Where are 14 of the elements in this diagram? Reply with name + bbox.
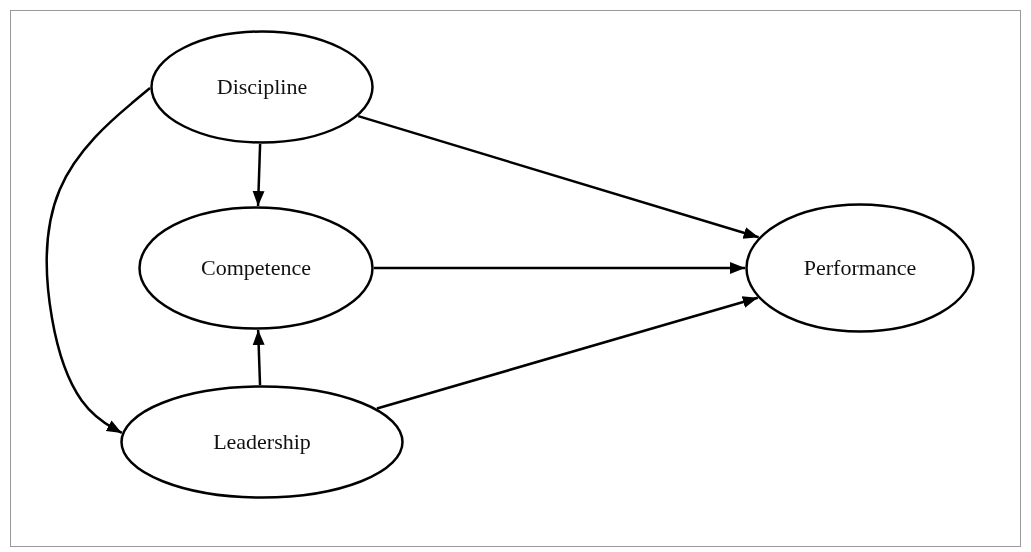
oval-node — [120, 385, 404, 499]
arrow — [45, 87, 151, 434]
oval-node — [138, 206, 374, 330]
arrow — [357, 114, 759, 239]
arrow — [252, 329, 265, 386]
arrow — [376, 296, 759, 410]
node-label: Competence — [201, 255, 311, 281]
node-label: Performance — [803, 255, 917, 281]
node-label: Leadership — [213, 429, 311, 455]
arrow — [252, 143, 265, 207]
node-label: Discipline — [216, 74, 308, 100]
arrow — [374, 262, 745, 274]
oval-node — [150, 30, 374, 144]
oval-node — [745, 203, 975, 333]
